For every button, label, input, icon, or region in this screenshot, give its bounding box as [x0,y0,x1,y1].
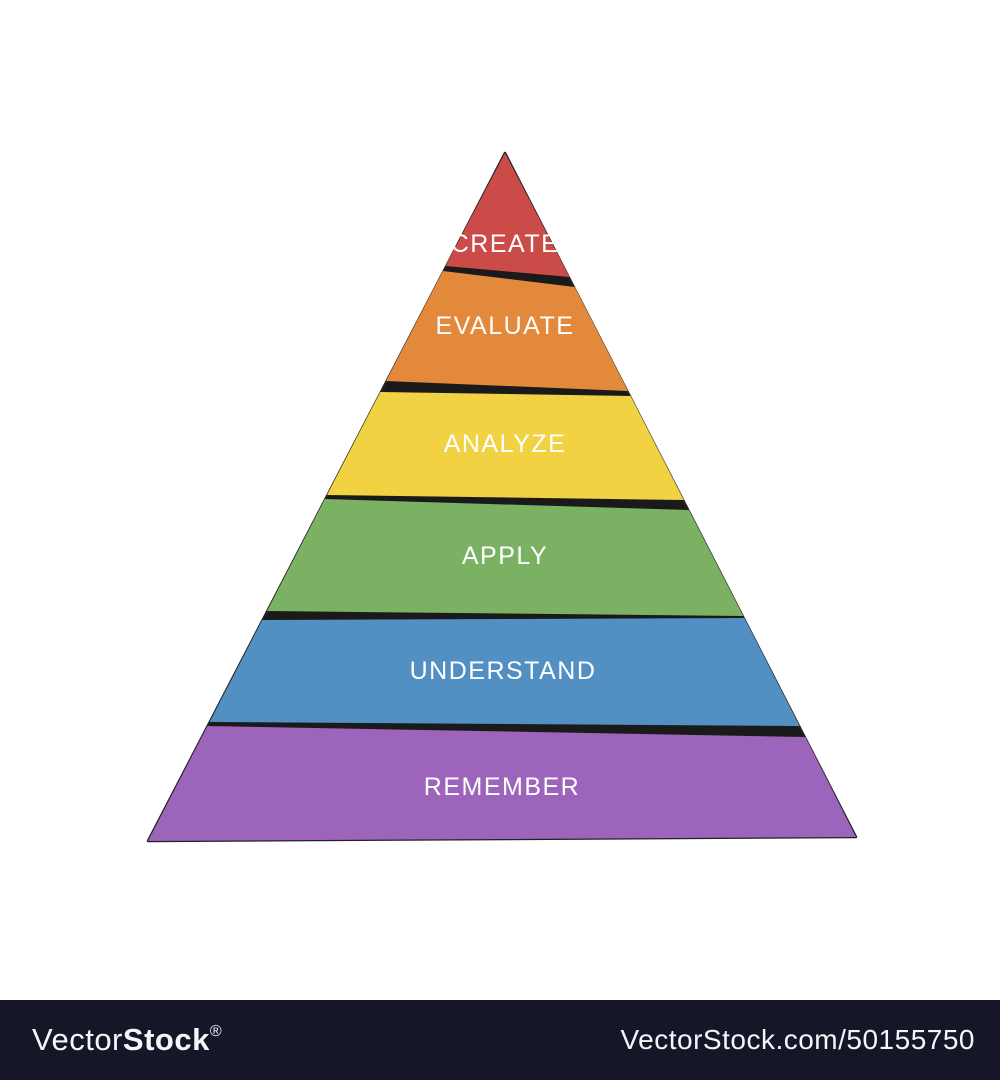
logo-text-bold: Stock [122,1022,210,1057]
pyramid-level-remember [148,726,856,841]
pyramid-level-label: ANALYZE [444,430,567,458]
pyramid-level-evaluate [386,271,628,391]
pyramid-level-label: CREATE [451,230,560,258]
logo-text-light: Vector [32,1022,123,1057]
watermark-bar: VectorStock® VectorStock.com/50155750 [0,1000,1000,1080]
pyramid-level-analyze [327,392,684,500]
image-credit-url: VectorStock.com/50155750 [620,1024,975,1055]
pyramid-level-label: EVALUATE [436,312,575,340]
pyramid-level-label: REMEMBER [424,773,580,801]
pyramid-level-apply [267,499,744,616]
pyramid-level-label: UNDERSTAND [410,657,597,685]
pyramid-level-understand [209,618,800,726]
pyramid-level-create [445,153,570,277]
vectorstock-logo: VectorStock® [32,1022,222,1058]
registered-mark: ® [209,1023,223,1040]
pyramid-level-label: APPLY [462,542,548,570]
